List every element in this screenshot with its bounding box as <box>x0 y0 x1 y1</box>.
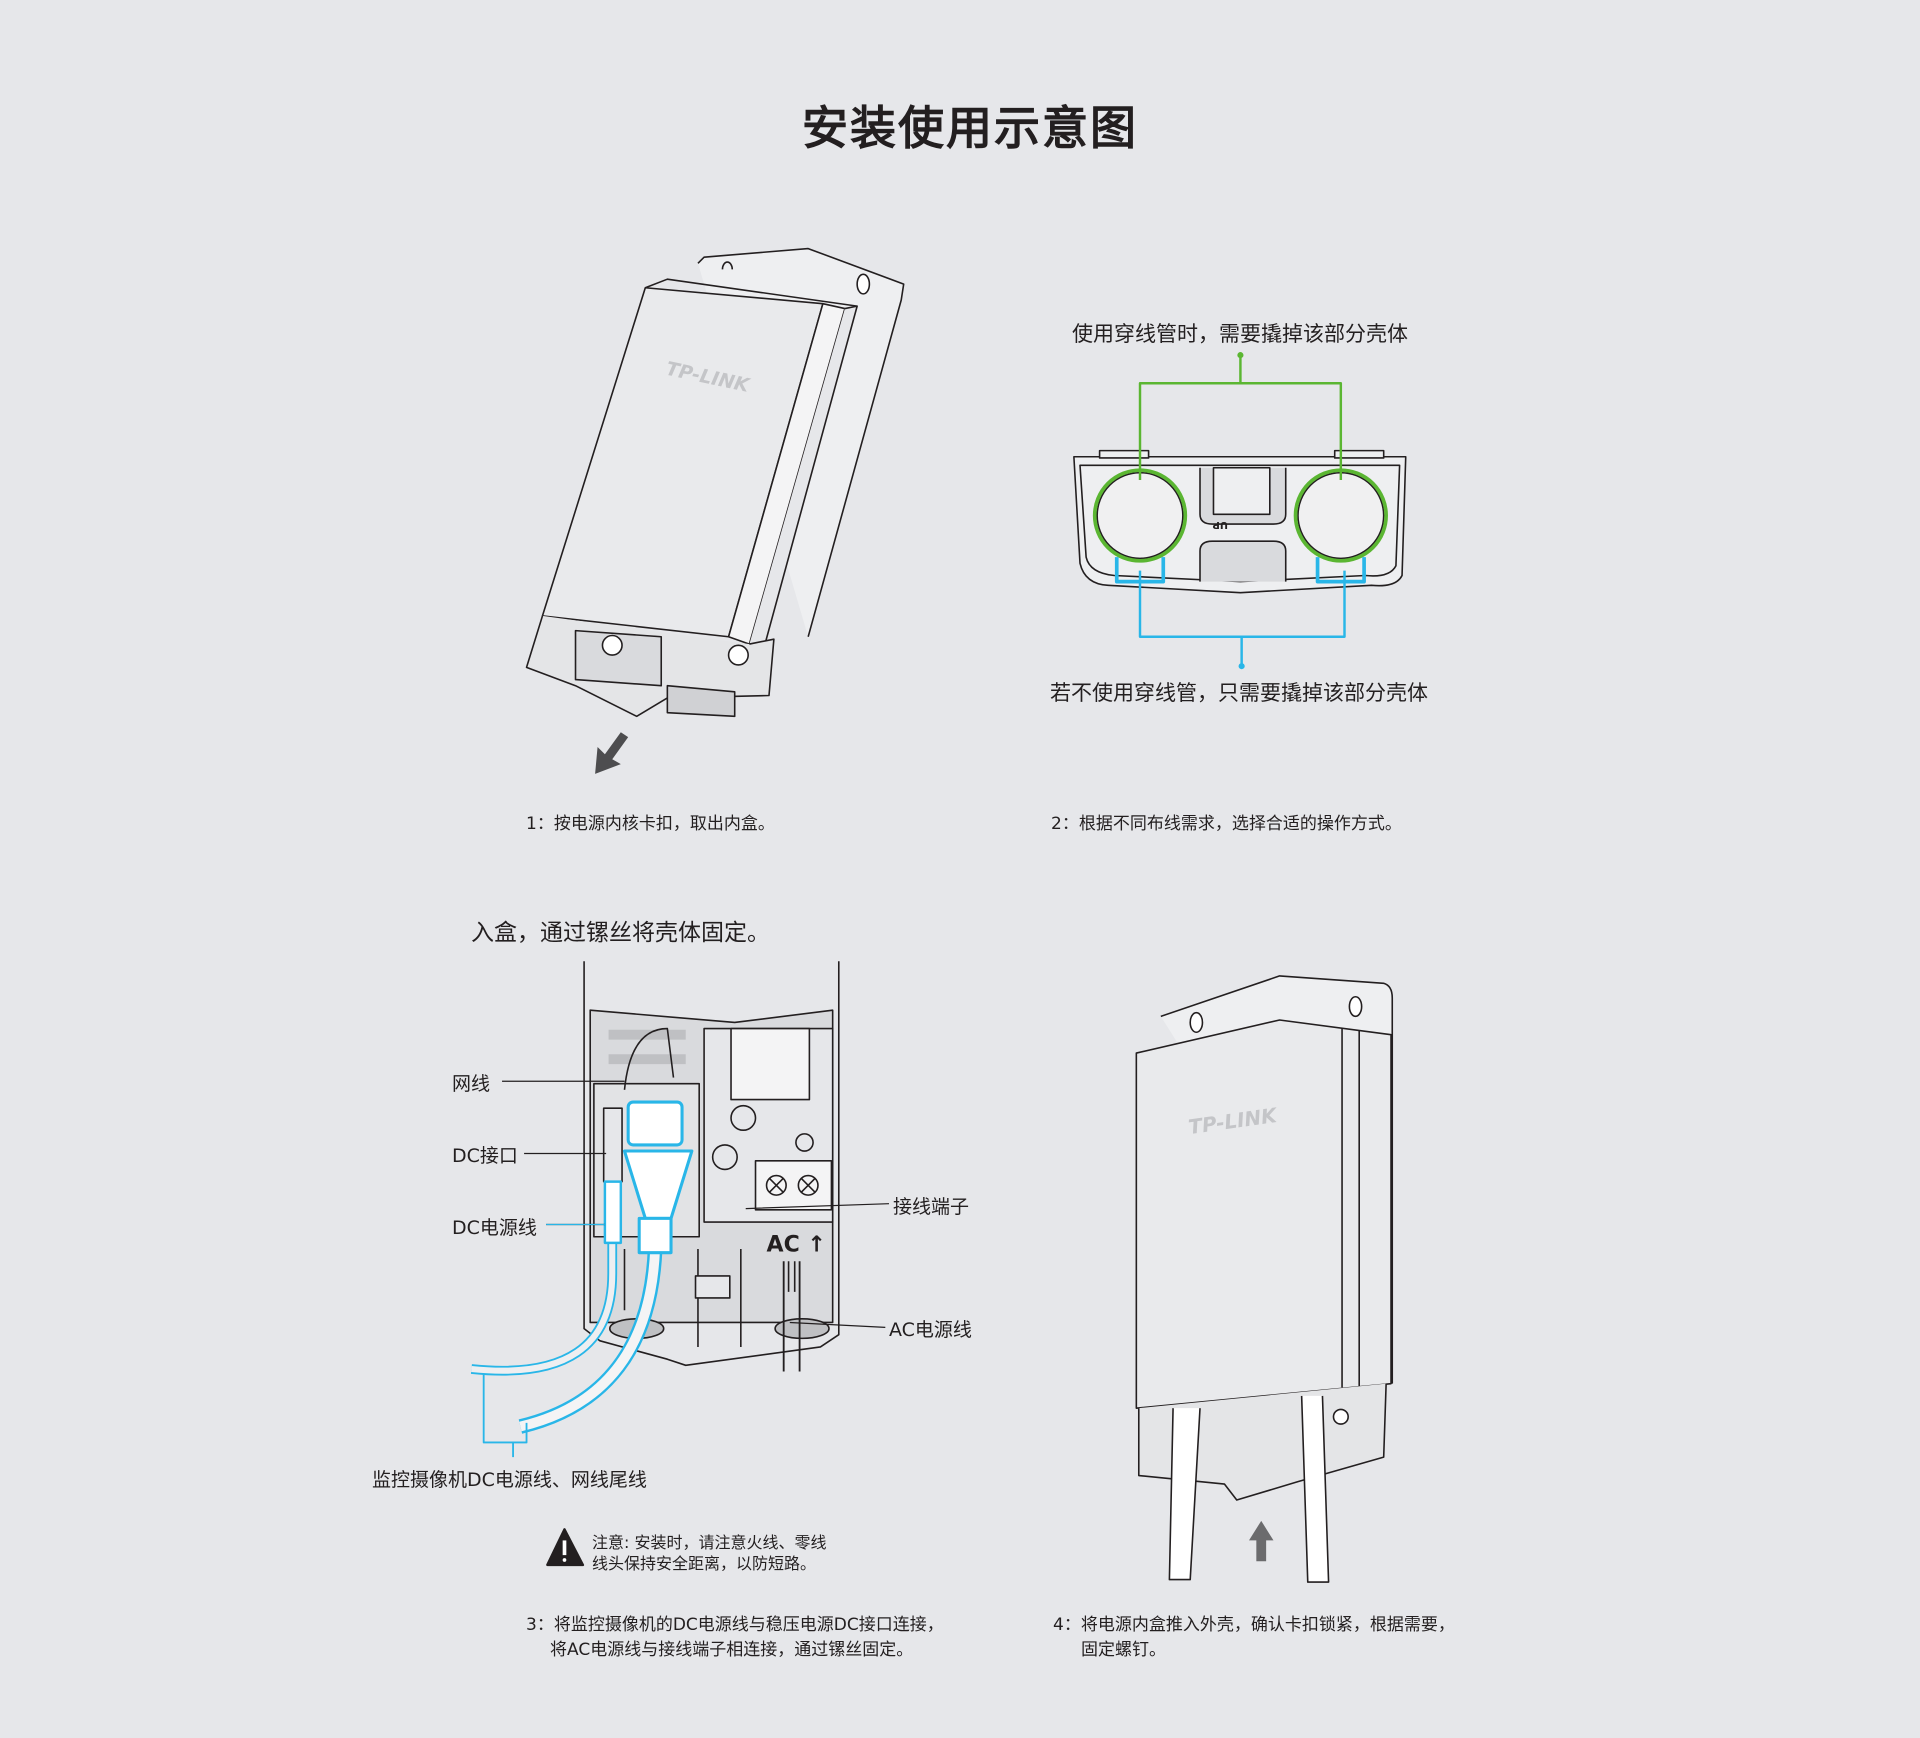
step4-closed-box <box>1135 975 1394 1583</box>
arrow-down-left-icon <box>595 732 629 774</box>
step2-bottom-view <box>1073 352 1407 670</box>
step4-caption-line-1: 4：将电源内盒推入外壳，确认卡扣锁紧，根据需要， <box>1053 1615 1455 1635</box>
warning-line-1: 注意: 安装时，请注意火线、零线 <box>592 1533 827 1552</box>
step3-caption-line-1: 3：将监控摄像机的DC电源线与稳压电源DC接口连接， <box>526 1615 944 1635</box>
step3-open-box <box>470 961 890 1458</box>
label-network-cable: 网线 <box>452 1073 491 1095</box>
label-camera-tail: 监控摄像机DC电源线、网线尾线 <box>372 1469 647 1491</box>
step4-caption-line-2: 固定螺钉。 <box>1081 1640 1166 1660</box>
step1-caption: 1：按电源内核卡扣，取出内盒。 <box>526 814 775 834</box>
ac-mark: AC ↑ <box>767 1232 826 1257</box>
warning-line-2: 线头保持安全距离，以防短路。 <box>592 1554 817 1573</box>
page-title: 安装使用示意图 <box>802 101 1138 155</box>
step3-caption-line-2: 将AC电源线与接线端子相连接，通过镙丝固定。 <box>550 1640 914 1660</box>
up-mark: UP <box>1213 519 1228 530</box>
step2-caption: 2：根据不同布线需求，选择合适的操作方式。 <box>1051 814 1402 834</box>
label-terminal: 接线端子 <box>893 1196 970 1218</box>
step3-heading: 入盒，通过镙丝将壳体固定。 <box>471 920 770 946</box>
arrow-up-icon <box>1248 1520 1274 1562</box>
label-ac-cable: AC电源线 <box>889 1319 972 1341</box>
step1-power-box <box>525 247 905 718</box>
label-dc-port: DC接口 <box>452 1145 518 1167</box>
warning-icon <box>546 1528 585 1567</box>
callout-with-conduit: 使用穿线管时，需要撬掉该部分壳体 <box>1072 322 1408 346</box>
callout-without-conduit: 若不使用穿线管，只需要撬掉该部分壳体 <box>1050 681 1428 705</box>
label-dc-cable: DC电源线 <box>452 1217 537 1239</box>
